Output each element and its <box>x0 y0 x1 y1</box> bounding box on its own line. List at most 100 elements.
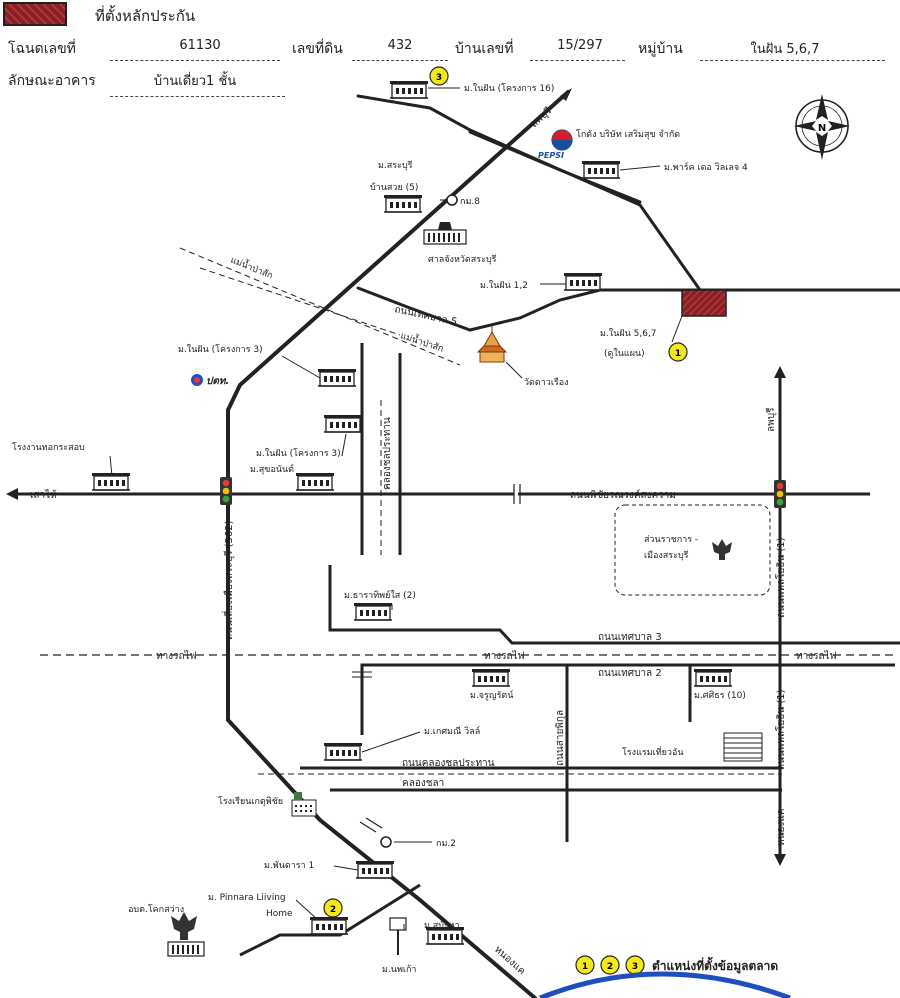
road-label-thesaban2: ถนนเทศบาล 2 <box>598 668 662 679</box>
phahon-north-arrow <box>774 366 786 378</box>
label-obt: อบต.โคกสว่าง <box>128 904 184 915</box>
road-top-left <box>356 94 702 292</box>
building-icon-p3 <box>581 160 621 179</box>
building-icon-p4 <box>383 194 423 213</box>
legend-marker-1: 1 <box>582 962 588 972</box>
road-label-rail3: ทางรถไฟ <box>796 650 837 662</box>
building-icon-p11 <box>693 668 733 687</box>
marker-1-label: 1 <box>675 349 681 359</box>
label-p1: ม.ในฝัน (โครงการ 16) <box>464 83 554 94</box>
river <box>179 247 461 366</box>
road-label-canal-lower: คลองชลา <box>402 778 444 789</box>
road-thesaban2 <box>360 663 895 735</box>
label-p9: ม.ธาราทิพย์ใส (2) <box>344 589 416 601</box>
ptt-logo-icon <box>191 374 203 386</box>
property-location <box>681 289 727 317</box>
label-p4b: บ้านสวย (5) <box>370 182 418 193</box>
deed-value: 61130 <box>179 38 221 53</box>
label-p4a: ม.สระบุรี <box>378 160 413 171</box>
building-icon-p5 <box>563 272 603 291</box>
pepsi-logo-icon <box>551 129 573 151</box>
house-no-value: 15/297 <box>557 38 603 53</box>
label-hotel: โรงแรมเที่ยวอัน <box>622 745 684 758</box>
building-icon-p9 <box>353 602 393 621</box>
compass-north: N <box>818 123 826 134</box>
road-label-sao-hai: เสาไห้ <box>30 489 57 501</box>
label-p11: ม.ศศิธร (10) <box>694 690 746 701</box>
label-gov-b: เมืองสระบุรี <box>644 550 689 561</box>
road-label-thesaban3: ถนนเทศบาล 3 <box>598 632 662 643</box>
land-no-label: เลขที่ดิน <box>292 41 343 57</box>
road-pepsi <box>468 130 642 204</box>
label-court: ศาลจังหวัดสระบุรี <box>428 254 497 265</box>
label-p14b: Home <box>266 909 293 919</box>
label-temple: วัดดาวเรือง <box>524 377 569 388</box>
gov-area <box>614 504 771 596</box>
label-km2: กม.2 <box>436 839 456 849</box>
label-km8: กม.8 <box>460 197 480 207</box>
garuda-emblem-icon <box>712 539 732 560</box>
building-icon-p16 <box>389 917 407 931</box>
road-label-nong-khae-bottom: หนองแค <box>492 944 527 977</box>
label-p6a: ม.ในฝัน 5,6,7 <box>600 328 657 339</box>
road-label-sai-phikun: ถนนสายพิกุล <box>555 710 566 766</box>
deed-label: โฉนดเลขที่ <box>8 41 76 57</box>
label-p13: ม.พันดารา 1 <box>264 861 314 871</box>
marker-2-label: 2 <box>330 905 336 915</box>
label-p12: ม.เกศมณี วิลล์ <box>424 725 480 737</box>
school-icon <box>291 792 317 817</box>
traffic-light-right <box>774 480 786 508</box>
label-river1: แม่น้ำป่าสัก <box>229 253 275 282</box>
label-p3: ม.พาร์ค เดอ วิลเลจ 4 <box>664 161 748 173</box>
village-label: หมู่บ้าน <box>638 41 683 57</box>
legend-label: ที่ตั้งหลักประกัน <box>95 7 196 25</box>
phahon-south-arrow <box>774 854 786 866</box>
road-label-canal: ถนนคลองชลประทาน <box>402 758 495 769</box>
label-p10: ม.จรูญรัตน์ <box>470 689 514 701</box>
footer-legend-text: ตำแหน่งที่ตั้งข้อมูลตลาด <box>652 956 778 974</box>
building-icon-p12 <box>323 742 363 761</box>
label-factory: โรงงานทอกระสอบ <box>12 442 85 453</box>
building-icon-p10 <box>471 668 511 687</box>
highway-362 <box>226 90 570 998</box>
ptt-label: ปตท. <box>206 376 229 387</box>
label-school: โรงเรียนเกตุพิชัย <box>218 796 283 807</box>
legend-marker-3: 3 <box>632 962 638 972</box>
obt-emblem-icon <box>171 912 197 940</box>
sao-hai-arrow <box>6 488 18 500</box>
label-p14a: ม. Pinnara Liiving <box>208 893 286 903</box>
road-label-thesaban5: ถนนเทศบาล 5 <box>393 304 458 328</box>
label-p6b: (ดูในแผน) <box>604 348 645 359</box>
road-label-rail2: ทางรถไฟ <box>484 650 525 662</box>
building-icon-factory <box>91 472 131 491</box>
label-p16: ม.นพเก้า <box>382 964 416 975</box>
label-p8a: ม.ในฝัน (โครงการ 3) <box>256 448 341 459</box>
label-p15: ม.สบันงา <box>424 921 460 931</box>
hotel-icon <box>723 732 763 762</box>
road-label-phahon2: ถนนพหลโยธิน (1) <box>774 689 787 770</box>
marker-2-icon <box>323 898 343 918</box>
marker-3-icon <box>429 66 449 86</box>
traffic-light-left <box>220 477 232 505</box>
road-label-rail1: ทางรถไฟ <box>156 650 197 662</box>
road-label-phichai: ถนนพิชัยรณรงค์สงคราม <box>570 489 676 501</box>
building-icon-p7 <box>317 368 357 387</box>
km8-marker <box>446 194 458 206</box>
road-label-canal-prathan: คลองชลประทาน <box>382 417 393 490</box>
compass-icon <box>794 94 850 160</box>
label-p8b: ม.สุขอนันต์ <box>250 463 294 475</box>
village-value: ในฝัน 5,6,7 <box>750 42 820 57</box>
building-icon-p1 <box>389 80 429 99</box>
legend-marker-2: 2 <box>607 962 613 972</box>
road-label-lopburi-right: ลพบุรี <box>765 407 777 432</box>
road-label-phahon1: ถนนพหลโยธิน (1) <box>774 537 787 618</box>
marker-1-icon <box>668 342 688 362</box>
building-value: บ้านเดี่ยว1 ชั้น <box>153 74 237 89</box>
land-no-value: 432 <box>387 38 413 53</box>
building-icon-p8 <box>323 414 363 433</box>
building-icon-p8b <box>295 472 335 491</box>
building-icon-p13 <box>355 860 395 879</box>
marker-3-label: 3 <box>436 73 442 83</box>
label-p5: ม.ในฝัน 1,2 <box>480 280 528 291</box>
